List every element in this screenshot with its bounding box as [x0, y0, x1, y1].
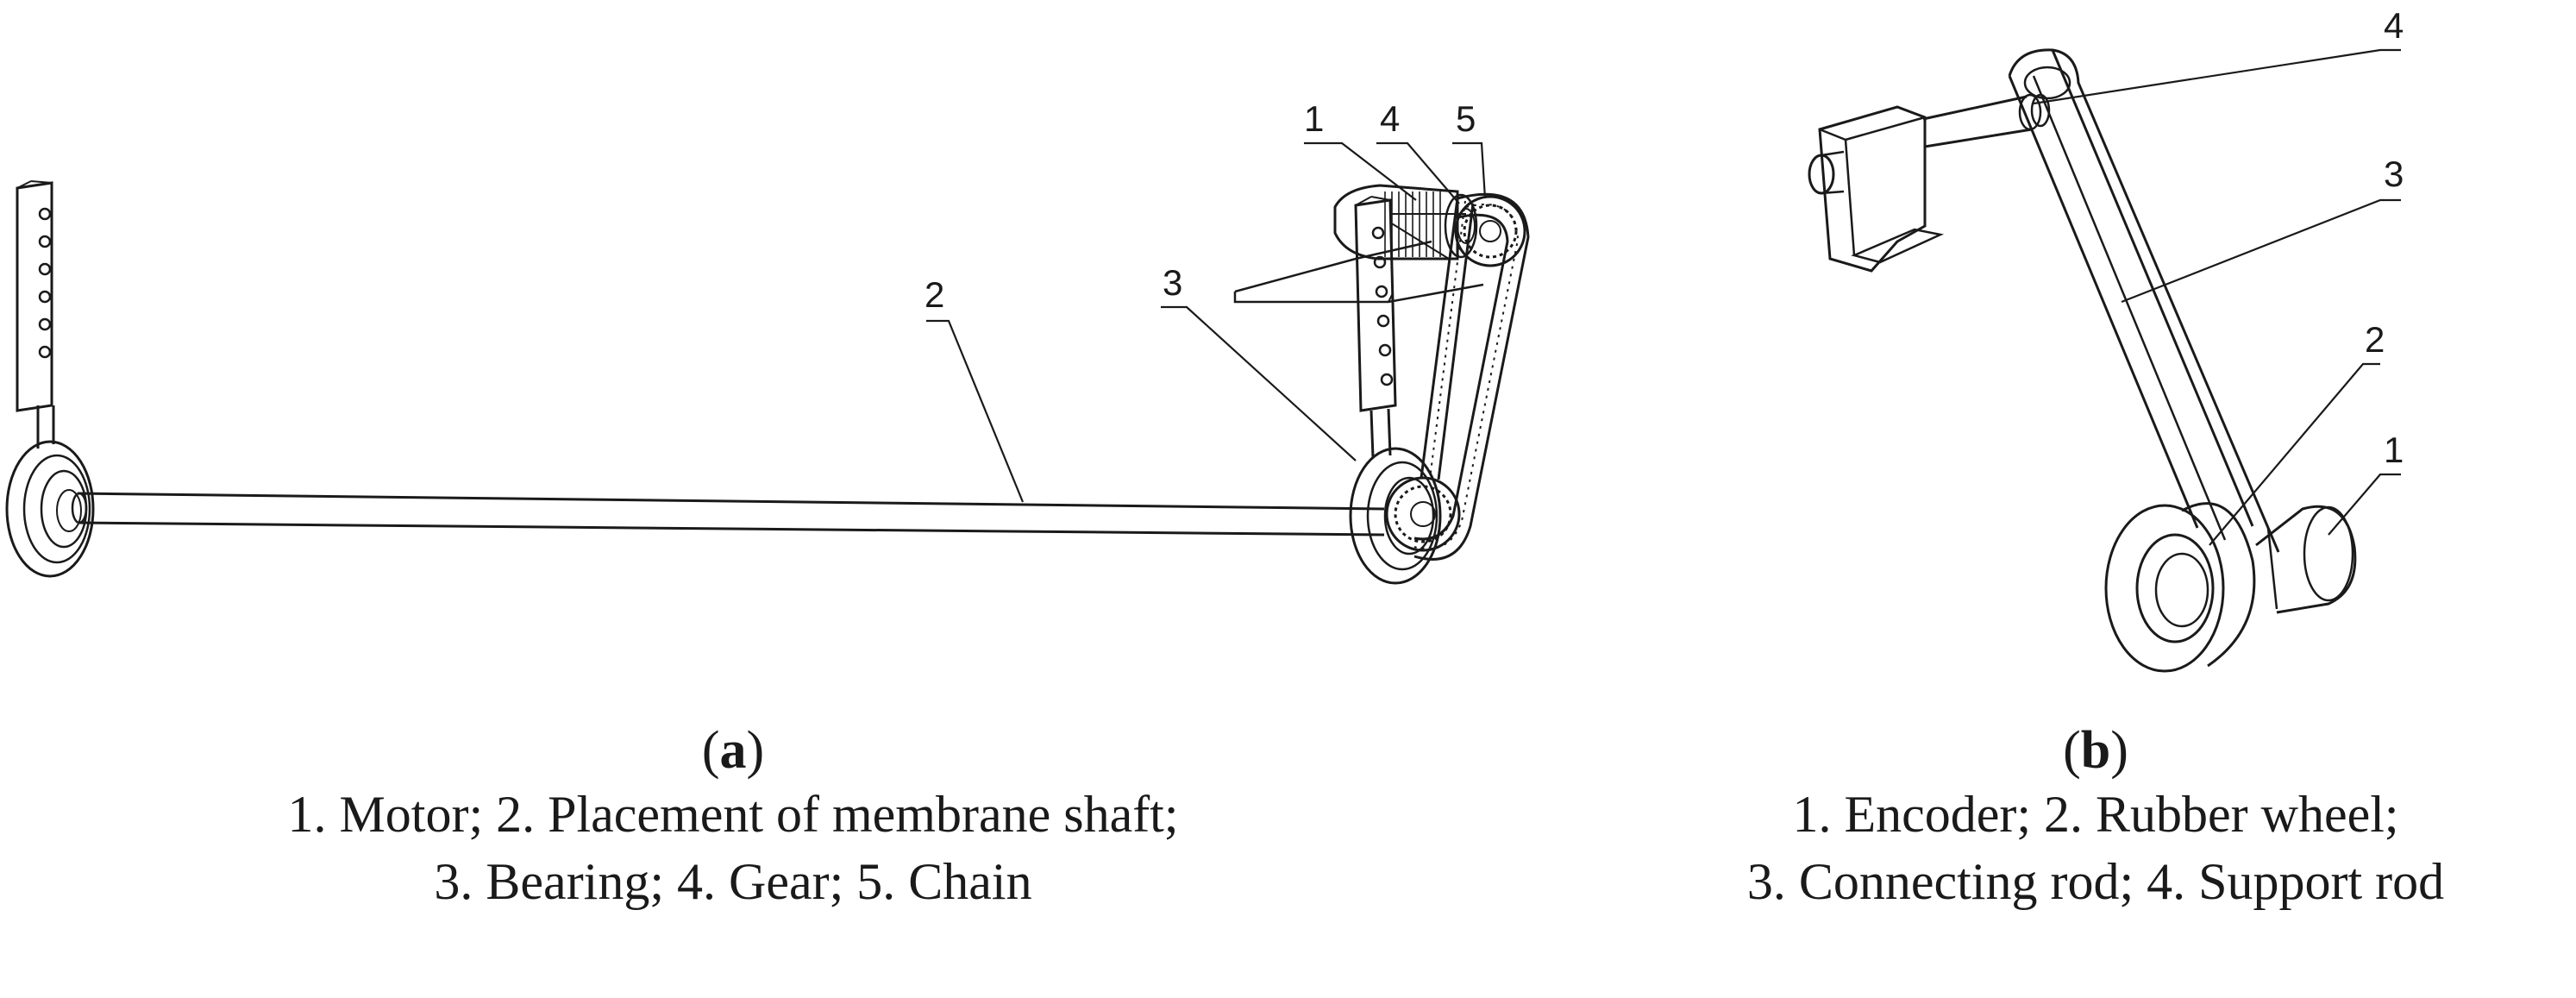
label-a-open: ( [701, 721, 720, 780]
right-bearing [1349, 447, 1442, 585]
bottom-gear [1385, 476, 1461, 552]
right-support-post [1354, 196, 1397, 458]
legend-b-line-2: 3. Connecting rod; 4. Support rod [1746, 853, 2445, 910]
callout-b-encoder: 1 [2384, 430, 2404, 470]
figure-b-drawing: 4 3 2 1 [1808, 5, 2404, 673]
callout-b-support-rod: 4 [2384, 5, 2404, 46]
encoder [2255, 505, 2357, 614]
support-rod-knob [1808, 150, 1845, 195]
figure-a-drawing: 1 4 5 2 3 [5, 98, 1530, 585]
motor [1333, 184, 1478, 260]
support-rod-block [1818, 105, 1945, 273]
callout-b-rubber-wheel: 2 [2365, 319, 2385, 360]
left-support-post [16, 180, 55, 449]
callout-a-chain: 5 [1456, 98, 1476, 139]
label-a-close: ) [746, 721, 765, 780]
callout-a-gear: 4 [1380, 98, 1400, 139]
membrane-shaft [71, 492, 1385, 537]
connecting-rod [2008, 48, 2280, 553]
callout-a-bearing: 3 [1163, 262, 1182, 303]
label-b-close: ) [2110, 721, 2128, 780]
legend-b-line-1: 1. Encoder; 2. Rubber wheel; [1792, 786, 2399, 843]
support-rod [1922, 93, 2051, 148]
top-gear [1454, 195, 1526, 267]
label-b-letter: b [2080, 721, 2111, 780]
legend-a-line-2: 3. Bearing; 4. Gear; 5. Chain [434, 853, 1032, 910]
chain [1413, 192, 1530, 561]
label-a-letter: a [719, 721, 747, 780]
subfigure-label-b: (b) [1621, 720, 2570, 781]
leader-lines-b [2033, 48, 2401, 546]
leader-lines-a [926, 141, 1487, 503]
callout-b-connecting-rod: 3 [2384, 154, 2404, 194]
post-holes [38, 207, 52, 359]
callout-a-motor: 1 [1304, 98, 1324, 139]
callout-a-shaft: 2 [924, 274, 944, 315]
rubber-wheel [2104, 502, 2256, 673]
legend-a-line-1: 1. Motor; 2. Placement of membrane shaft… [287, 786, 1179, 843]
label-b-open: ( [2063, 721, 2081, 780]
caption-a: (a) 1. Motor; 2. Placement of membrane s… [86, 720, 1380, 915]
caption-b: (b) 1. Encoder; 2. Rubber wheel; 3. Conn… [1621, 720, 2570, 915]
left-bearing [5, 440, 95, 578]
subfigure-label-a: (a) [86, 720, 1380, 781]
